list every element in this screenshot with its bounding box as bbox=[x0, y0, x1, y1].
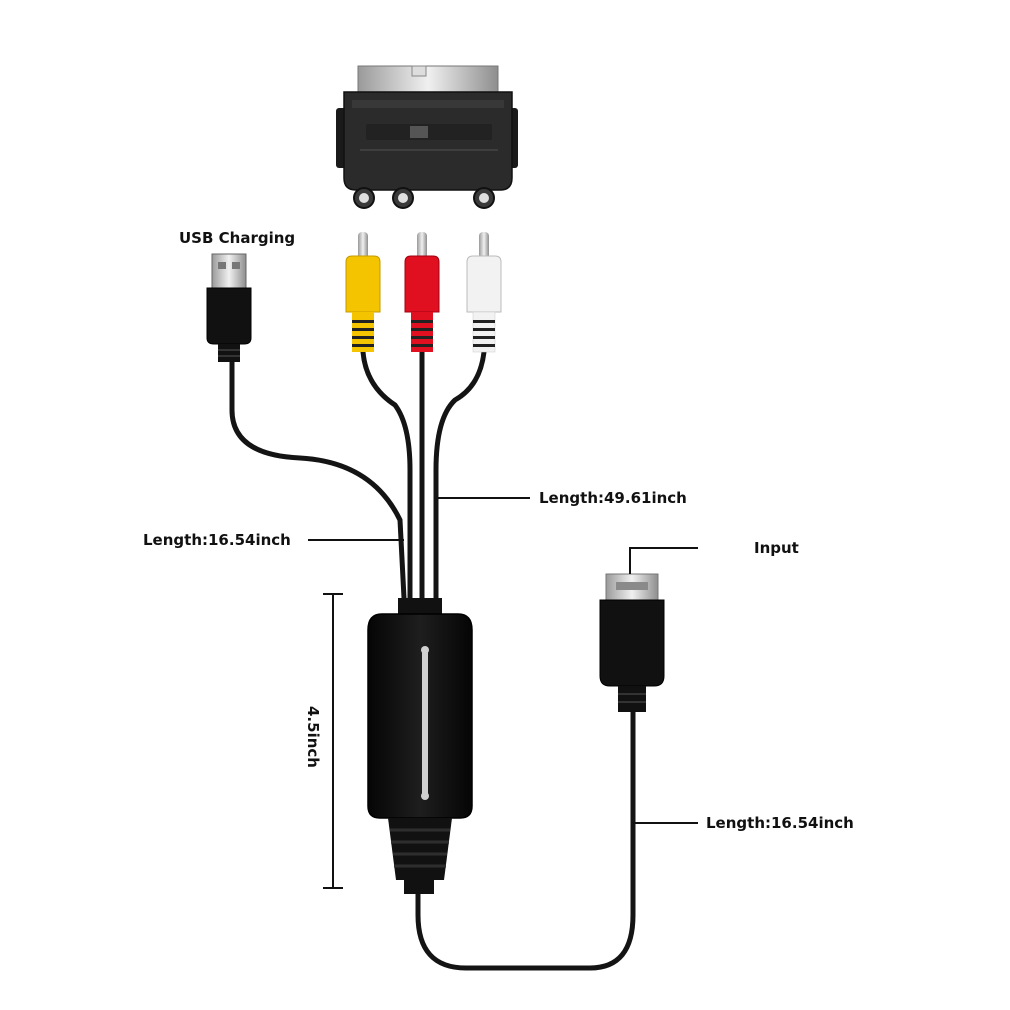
usb-length-label: Length:16.54inch bbox=[143, 531, 291, 549]
cables bbox=[229, 349, 636, 971]
white-rca-cable bbox=[433, 349, 487, 601]
rca-length-label: Length:49.61inch bbox=[539, 489, 687, 507]
hdmi-cable bbox=[415, 709, 636, 971]
yellow-rca-cable bbox=[360, 349, 413, 601]
usb-charging-label: USB Charging bbox=[179, 229, 295, 247]
rca-plug-white bbox=[466, 232, 502, 353]
scart-adapter bbox=[336, 65, 518, 209]
input-label: Input bbox=[754, 539, 799, 557]
hdmi-length-label: Length:16.54inch bbox=[706, 814, 854, 832]
hdmi-plug bbox=[599, 573, 665, 712]
leader-lines bbox=[308, 497, 698, 889]
rca-plug-yellow bbox=[345, 232, 381, 352]
leader-input bbox=[629, 547, 698, 574]
usb-cable bbox=[229, 359, 407, 601]
box-height-label: 4.5inch bbox=[304, 706, 322, 768]
converter-box bbox=[367, 598, 473, 894]
usb-plug bbox=[206, 253, 252, 362]
rca-plug-red bbox=[404, 232, 440, 352]
